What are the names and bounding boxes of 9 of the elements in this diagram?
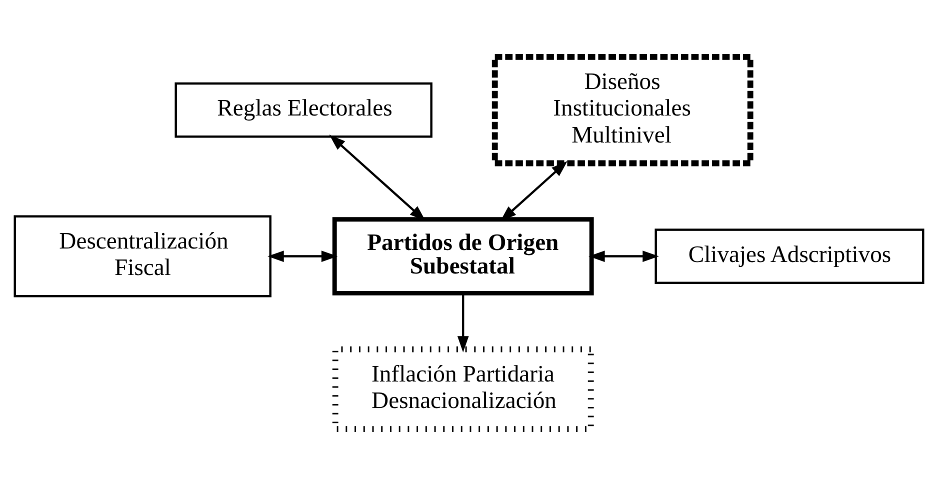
node-box: Reglas Electorales <box>174 82 432 138</box>
node-box: Inflación Partidaria Desnacionalización <box>332 346 594 432</box>
node-box: Diseños Institucionales Multinivel <box>492 54 754 166</box>
arrow <box>268 250 338 262</box>
node-box: Descentralización Fiscal <box>14 215 272 298</box>
node-box: Clivajes Adscriptivos <box>654 228 924 284</box>
node-box: Partidos de Origen Subestatal <box>332 217 594 296</box>
arrow <box>457 293 469 352</box>
arrow <box>588 250 659 262</box>
